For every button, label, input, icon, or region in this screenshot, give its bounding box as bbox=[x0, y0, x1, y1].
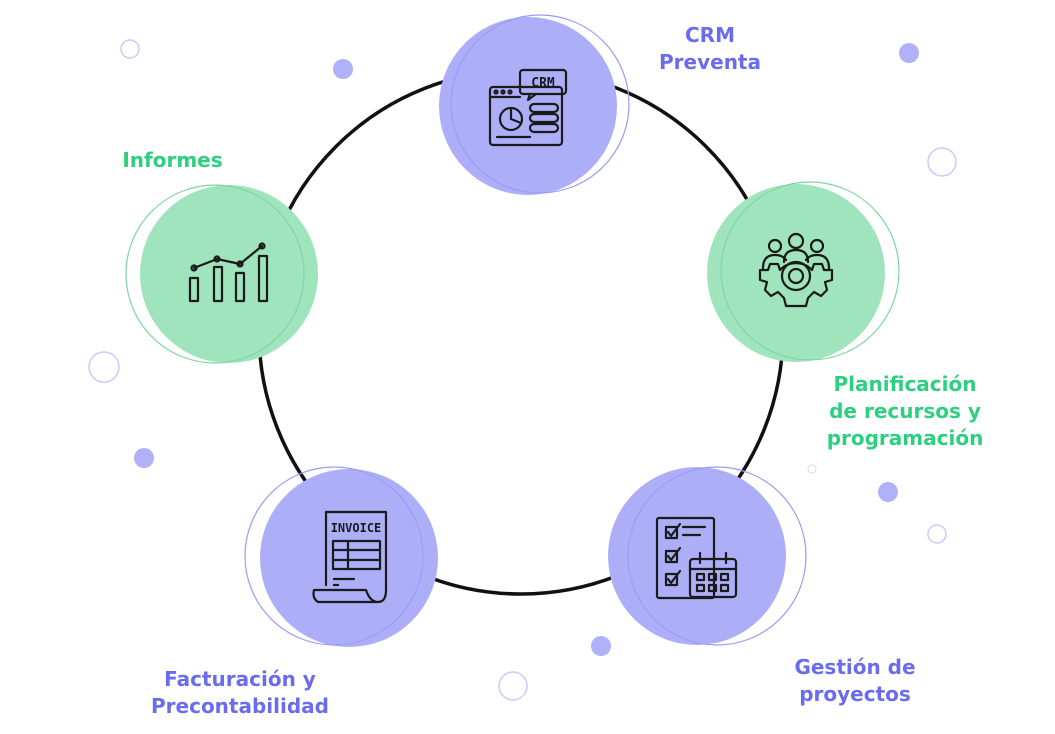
decor-dot-filled bbox=[899, 43, 919, 63]
crm-speech-bubble bbox=[518, 68, 568, 96]
node-gestion-disc bbox=[608, 467, 786, 645]
decor-dot-outline bbox=[120, 39, 140, 59]
checklist-calendar-icon bbox=[655, 516, 738, 600]
invoice-icon-text: INVOICE bbox=[331, 521, 382, 535]
bar-chart-trend-icon bbox=[188, 242, 269, 303]
label-planificacion-line: Planificación bbox=[833, 372, 977, 396]
label-crm-line: Preventa bbox=[659, 50, 761, 74]
node-gestion[interactable] bbox=[608, 466, 807, 646]
decor-dot-outline bbox=[927, 524, 947, 544]
invoice-document-icon: INVOICE bbox=[312, 510, 388, 604]
label-facturacion-line: Precontabilidad bbox=[151, 694, 329, 718]
crm-icon-text: CRM bbox=[531, 76, 555, 91]
node-gestion-outline bbox=[627, 466, 807, 646]
node-informes-outline bbox=[125, 184, 305, 364]
label-gestion: Gestión de proyectos bbox=[755, 654, 955, 708]
label-facturacion-line: Facturación y bbox=[164, 667, 316, 691]
label-gestion-line: proyectos bbox=[799, 682, 911, 706]
decorative-dots bbox=[88, 39, 957, 701]
label-gestion-line: Gestión de bbox=[794, 655, 916, 679]
crm-dashboard-icon: CRM bbox=[488, 68, 568, 147]
label-planificacion: Planificación de recursos y programación bbox=[790, 371, 1020, 452]
node-planificacion[interactable] bbox=[707, 181, 900, 362]
label-planificacion-line: programación bbox=[826, 426, 984, 450]
decor-dot-filled bbox=[134, 448, 154, 468]
decor-dot-outline bbox=[927, 147, 957, 177]
node-facturacion-outline bbox=[244, 466, 424, 646]
label-crm-line: CRM bbox=[685, 23, 735, 47]
node-crm-outline bbox=[450, 14, 630, 194]
node-crm[interactable]: CRM bbox=[439, 14, 630, 195]
label-planificacion-line: de recursos y bbox=[829, 399, 981, 423]
label-crm: CRM Preventa bbox=[610, 22, 810, 76]
node-facturacion[interactable]: INVOICE bbox=[244, 466, 438, 647]
label-informes-line: Informes bbox=[122, 148, 223, 172]
decor-dot-outline bbox=[88, 351, 120, 383]
node-crm-disc bbox=[439, 17, 617, 195]
node-informes[interactable] bbox=[125, 184, 318, 364]
decor-dot-filled bbox=[333, 59, 353, 79]
label-informes: Informes bbox=[90, 147, 255, 174]
decor-dot-outline bbox=[498, 671, 528, 701]
decor-dot-filled bbox=[591, 636, 611, 656]
decor-dot-outline bbox=[807, 464, 817, 474]
node-planificacion-disc bbox=[707, 184, 885, 362]
node-planificacion-outline bbox=[720, 181, 900, 361]
decor-dot-filled bbox=[878, 482, 898, 502]
label-facturacion: Facturación y Precontabilidad bbox=[120, 666, 360, 720]
node-informes-disc bbox=[140, 185, 318, 363]
team-gear-icon bbox=[758, 232, 834, 308]
